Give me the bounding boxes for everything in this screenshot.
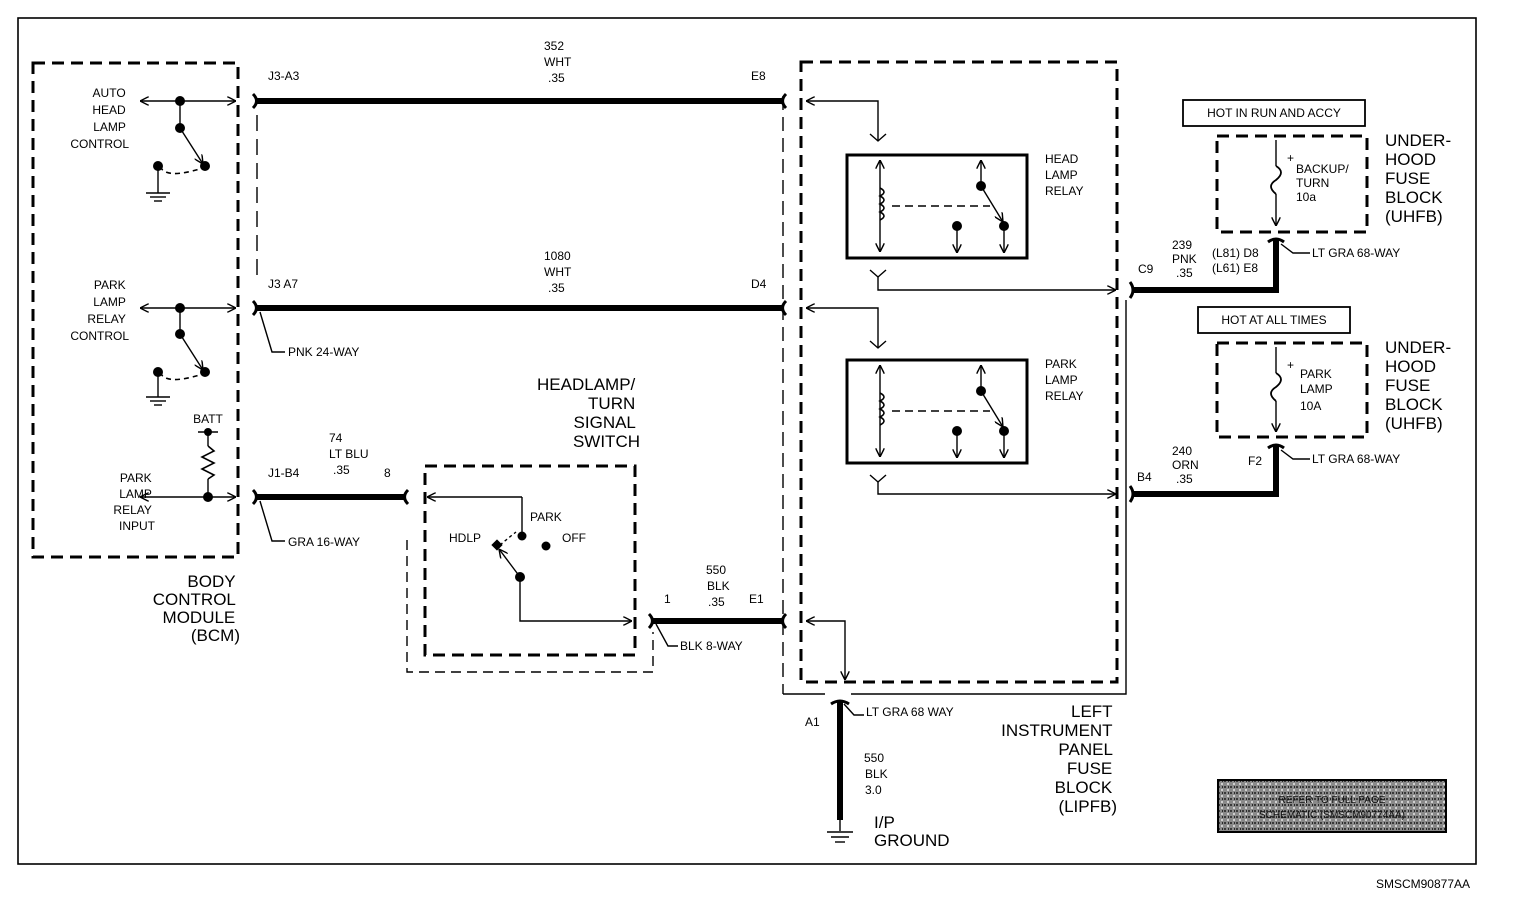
- ground-icon: [146, 396, 170, 406]
- plus-sign: +: [1287, 151, 1294, 165]
- diagram-frame: [17, 17, 1477, 865]
- connector-blk-8-way: BLK 8-WAY: [680, 639, 743, 653]
- bcm-wiring: J3-A3 352 WHT .35 E8 J3 A7 1080 WHT .35 …: [251, 39, 788, 549]
- wire-352-label: 352 WHT .35: [544, 39, 574, 85]
- stamp-line-2: SCHEMATIC (SMSCM90774AA): [1259, 810, 1405, 821]
- hot-at-all-times-label: HOT AT ALL TIMES: [1221, 313, 1326, 327]
- batt-label: BATT: [193, 412, 223, 426]
- ground-label: I/P GROUND: [874, 813, 950, 850]
- connector-l61-e8: (L61) E8: [1212, 261, 1258, 275]
- connector-d4: D4: [751, 277, 767, 291]
- wire-239: [1132, 240, 1279, 293]
- headlamp-turn-signal-switch: HEADLAMP/ TURN SIGNAL SWITCH PARK HDLP O…: [406, 375, 788, 673]
- wire-550-ground-label: 550 BLK 3.0: [864, 751, 891, 797]
- transistor-switch: [179, 333, 203, 370]
- auto-head-lamp-control-label: AUTO HEAD LAMP CONTROL: [70, 86, 129, 151]
- hot-in-run-label: HOT IN RUN AND ACCY: [1207, 106, 1341, 120]
- ground-icon: [827, 831, 853, 843]
- connector-j3-a7: J3 A7: [268, 277, 298, 291]
- relay-coil-icon: [878, 187, 885, 221]
- wire-1080-label: 1080 WHT .35: [544, 249, 574, 295]
- stamp-line-1: REFER TO FULL PAGE: [1279, 795, 1386, 806]
- switch-boundary: [423, 464, 637, 657]
- switch-wiper: [499, 549, 521, 578]
- figure-id: SMSCM90877AA: [1376, 877, 1470, 891]
- body-control-module: AUTO HEAD LAMP CONTROL PARK LAMP RELAY C…: [31, 61, 240, 645]
- left-instrument-panel-fuse-block: HEAD LAMP RELAY PARK LAMP RELAY LEFT: [782, 60, 1127, 816]
- park-lamp-relay-control-label: PARK LAMP RELAY CONTROL: [70, 278, 129, 343]
- connector-l81-d8: (L81) D8: [1212, 246, 1259, 260]
- uhfb-upper-boundary: [1215, 134, 1369, 234]
- lipfb-boundary: [799, 60, 1119, 684]
- ip-ground: A1 LT GRA 68 WAY 550 BLK 3.0 I/P GROUND: [805, 699, 954, 850]
- connector-j3-a3: J3-A3: [268, 69, 300, 83]
- connector-e1: E1: [749, 592, 764, 606]
- plus-sign: +: [1287, 358, 1294, 372]
- park-lamp-fuse-label: PARK LAMP 10A: [1300, 367, 1336, 413]
- wire-550-small-label: 550 BLK .35: [706, 563, 733, 609]
- head-lamp-relay-label: HEAD LAMP RELAY: [1045, 152, 1083, 198]
- switch-title: HEADLAMP/ TURN SIGNAL SWITCH: [537, 375, 640, 451]
- wire-239-label: 239 PNK .35: [1172, 238, 1200, 280]
- uhfb-lower-boundary: [1215, 341, 1369, 439]
- connector-c9: C9: [1138, 262, 1154, 276]
- connector-f2: F2: [1248, 454, 1262, 468]
- hot-in-run-box: [1182, 99, 1366, 127]
- switch-park-label: PARK: [530, 510, 562, 524]
- lipfb-title: LEFT INSTRUMENT PANEL FUSE BLOCK (LIPFB): [1001, 702, 1117, 816]
- wire-240-label: 240 ORN .35: [1172, 444, 1202, 486]
- connector-pin-8: 8: [384, 466, 391, 480]
- connector-pin-1: 1: [664, 592, 671, 606]
- connector-a1: A1: [805, 715, 820, 729]
- wire-74-label: 74 LT BLU .35: [329, 431, 372, 477]
- connector-gra-16-way: GRA 16-WAY: [288, 535, 360, 549]
- connector-lt-gra-68-way-ground: LT GRA 68 WAY: [866, 705, 954, 719]
- uhfb-upper-title: UNDER- HOOD FUSE BLOCK (UHFB): [1385, 131, 1456, 226]
- wire-240: [1132, 446, 1279, 497]
- connector-b4: B4: [1137, 470, 1152, 484]
- backup-turn-fuse-label: BACKUP/ TURN 10a: [1296, 162, 1352, 204]
- connector-pnk-24-way: PNK 24-WAY: [288, 345, 359, 359]
- connector-j1-b4: J1-B4: [268, 466, 300, 480]
- connector-lt-gra-68-way-1: LT GRA 68-WAY: [1312, 246, 1400, 260]
- bcm-title: BODY CONTROL MODULE (BCM): [153, 572, 240, 645]
- switch-off-label: OFF: [562, 531, 586, 545]
- transistor-switch: [179, 127, 203, 164]
- underhood-fuse-block: HOT IN RUN AND ACCY + BACKUP/ TURN 10a U…: [1128, 99, 1456, 503]
- bcm-boundary: [31, 61, 240, 559]
- fuse-icon: [1270, 165, 1282, 195]
- switch-pivot: [175, 123, 185, 133]
- hot-at-all-times-box: [1197, 306, 1351, 334]
- connector-lt-gra-68-way-2: LT GRA 68-WAY: [1312, 452, 1400, 466]
- fuse-icon: [1270, 372, 1282, 402]
- park-lamp-relay-input-label: PARK LAMP RELAY INPUT: [113, 471, 155, 533]
- ground-icon: [146, 192, 170, 202]
- park-lamp-relay-label: PARK LAMP RELAY: [1045, 357, 1083, 403]
- relay-coil-icon: [878, 392, 885, 426]
- uhfb-lower-title: UNDER- HOOD FUSE BLOCK (UHFB): [1385, 338, 1456, 433]
- connector-e8: E8: [751, 69, 766, 83]
- resistor-icon: [200, 445, 216, 480]
- reference-stamp: REFER TO FULL PAGE SCHEMATIC (SMSCM90774…: [1217, 779, 1447, 833]
- switch-hdlp-label: HDLP: [449, 531, 481, 545]
